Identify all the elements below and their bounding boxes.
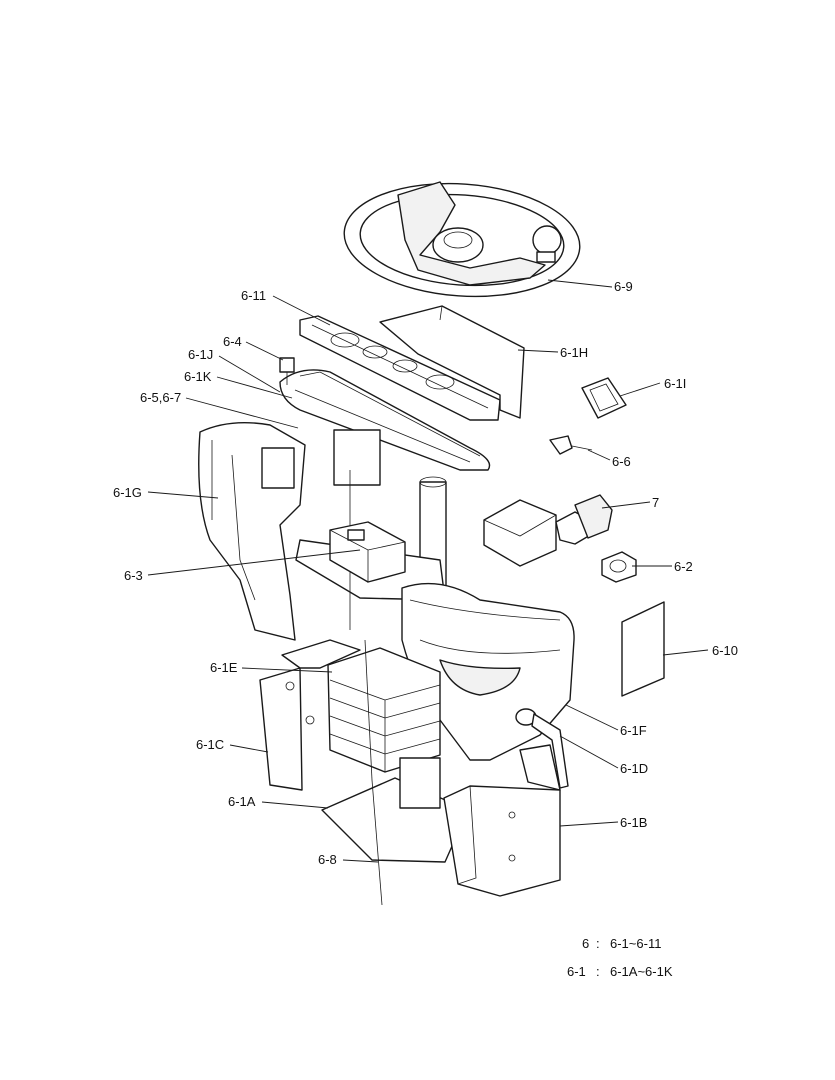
- callout-6-11: 6-11: [241, 288, 266, 303]
- upper-shroud-part: [279, 369, 491, 471]
- leader-lines: [147, 279, 709, 863]
- leader-6-5-6-7: [185, 397, 299, 429]
- legend-row2-right: 6-1A~6-1K: [610, 964, 673, 979]
- left-lower-cover-part: [259, 639, 361, 791]
- plug-part: [601, 551, 637, 583]
- callout-labels: 6-9 6-11 6-1H 6-4 6-1J 6-1K 6-5,6-7 6-1I…: [113, 279, 738, 867]
- base-plate-part: [321, 639, 469, 906]
- callout-6-4: 6-4: [223, 334, 242, 349]
- leader-6-6: [587, 449, 611, 461]
- label-plate-part: [621, 601, 665, 697]
- instrument-panel-part: [299, 315, 501, 421]
- legend-row2-left: 6-1: [567, 964, 586, 979]
- callout-6-6: 6-6: [612, 454, 631, 469]
- leader-6-9: [547, 279, 613, 288]
- callout-6-1B: 6-1B: [620, 815, 647, 830]
- callout-6-5-6-7: 6-5,6-7: [140, 390, 181, 405]
- key-part: [549, 435, 593, 455]
- leader-6-1K: [216, 376, 293, 399]
- steering-wheel-part: [343, 181, 581, 298]
- control-box-part: [329, 521, 406, 583]
- leader-6-1G: [147, 491, 219, 499]
- callout-6-1D: 6-1D: [620, 761, 648, 776]
- bellows-part: [327, 647, 441, 773]
- leader-7: [601, 501, 651, 509]
- leader-6-8: [342, 859, 379, 863]
- leader-6-4: [245, 341, 284, 361]
- leader-6-3: [147, 549, 361, 576]
- callout-6-1E: 6-1E: [210, 660, 238, 675]
- callout-6-1G: 6-1G: [113, 485, 142, 500]
- callout-6-1J: 6-1J: [188, 347, 213, 362]
- switch-knob-part: [483, 494, 613, 567]
- right-lower-cover-part: [443, 744, 561, 897]
- leader-6-1D: [559, 735, 619, 769]
- leader-6-1C: [229, 744, 269, 753]
- callout-6-8: 6-8: [318, 852, 337, 867]
- leader-6-1J: [218, 355, 281, 393]
- callout-6-1A: 6-1A: [228, 794, 256, 809]
- leader-6-1H: [517, 349, 559, 353]
- legend-row2-sep: :: [596, 964, 600, 979]
- gasket-part: [581, 377, 627, 419]
- callout-6-3: 6-3: [124, 568, 143, 583]
- leader-6-1F: [565, 704, 619, 731]
- leader-6-1B: [559, 821, 619, 827]
- leader-6-10: [662, 649, 709, 656]
- callout-6-1H: 6-1H: [560, 345, 588, 360]
- legend-row1-left: 6: [582, 936, 590, 951]
- callout-6-1K: 6-1K: [184, 369, 212, 384]
- leader-6-1E: [241, 667, 333, 673]
- callout-7: 7: [652, 495, 659, 510]
- legend-row1-right: 6-1~6-11: [610, 936, 662, 951]
- callout-6-1C: 6-1C: [196, 737, 224, 752]
- callout-6-9: 6-9: [614, 279, 633, 294]
- callout-6-10: 6-10: [712, 643, 738, 658]
- upper-cover-box-part: [379, 305, 525, 419]
- leader-6-1I: [619, 382, 661, 397]
- legend-row1-sep: :: [596, 936, 600, 951]
- callout-6-2: 6-2: [674, 559, 693, 574]
- leader-6-11: [272, 295, 331, 326]
- callout-6-1F: 6-1F: [620, 723, 647, 738]
- leader-6-1A: [261, 801, 329, 809]
- bolt-part: [279, 357, 295, 385]
- callout-6-1I: 6-1I: [664, 376, 686, 391]
- left-side-cover-part: [198, 421, 306, 641]
